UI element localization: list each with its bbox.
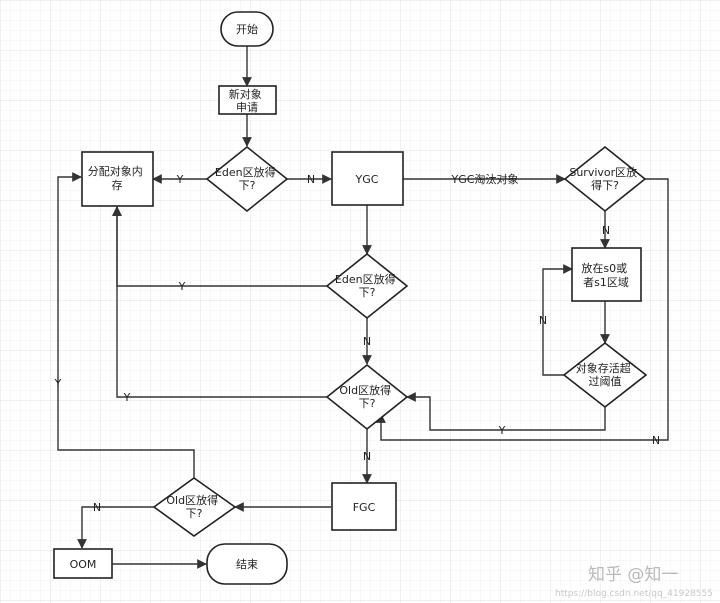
node-thresh-line-1: 对象存活超 <box>576 361 631 375</box>
node-eden1: Eden区放得 下? <box>205 145 289 213</box>
node-old2-line-2: 下? <box>186 507 203 520</box>
edge-labels: Y N YGC淘汰对象 N N Y N Y Y N N Y N <box>54 172 660 514</box>
node-old1-line-1: Old区放得 <box>339 383 391 397</box>
node-surv-line-2: 得下? <box>591 179 619 192</box>
svg-text:结束: 结束 <box>236 558 258 571</box>
node-ygc-line-1: YGC <box>355 173 379 186</box>
label-old1-alloc: Y <box>123 391 131 404</box>
label-eden2-old1: N <box>363 335 371 348</box>
label-old1-fgc: N <box>363 450 371 463</box>
label-eden2-alloc: Y <box>178 280 186 293</box>
node-old1-line-2: 下? <box>359 397 376 410</box>
svg-text:Old区放得 下?: Old区放得 下? <box>339 383 394 410</box>
node-ygc: YGC <box>331 151 404 206</box>
watermark-url: https://blog.csdn.net/qq_41928555 <box>555 589 713 599</box>
node-alloc-line-2: 存 <box>112 178 123 192</box>
node-start-line-1: 开始 <box>236 22 258 36</box>
node-apply-line-1: 新对象 <box>229 87 262 101</box>
node-surv-line-1: Survivor区放 <box>569 165 637 179</box>
node-eden1-line-1: Eden区放得 <box>215 165 276 179</box>
node-alloc: 分配对象内 存 <box>81 151 154 207</box>
svg-text:开始: 开始 <box>236 22 258 36</box>
node-fgc: FGC <box>331 482 397 531</box>
label-ygc-surv: YGC淘汰对象 <box>451 172 519 186</box>
svg-text:FGC: FGC <box>353 501 376 514</box>
node-old2-line-1: Old区放得 <box>166 493 218 507</box>
node-s0s1-line-1: 放在s0或 <box>581 261 627 275</box>
node-old1: Old区放得 下? <box>325 363 409 431</box>
svg-text:放在s0或 者s1区域: 放在s0或 者s1区域 <box>581 261 630 289</box>
node-eden2-line-2: 下? <box>359 286 376 299</box>
node-apply: 新对象 申请 <box>218 85 277 115</box>
label-surv-old1: N <box>652 434 660 447</box>
node-end: 结束 <box>206 543 288 585</box>
node-thresh: 对象存活超 过阈值 <box>562 341 648 409</box>
label-surv-s0s1: N <box>602 224 610 237</box>
svg-text:新对象 申请: 新对象 申请 <box>229 87 266 114</box>
svg-text:OOM: OOM <box>70 558 97 571</box>
node-apply-line-2: 申请 <box>236 101 258 114</box>
node-eden1-line-2: 下? <box>239 179 256 192</box>
label-old2-alloc: Y <box>54 377 62 390</box>
svg-text:分配对象内 存: 分配对象内 存 <box>88 164 147 192</box>
edge-thresh-s0s1 <box>542 264 573 376</box>
node-thresh-line-2: 过阈值 <box>589 374 622 388</box>
node-s0s1-line-2: 者s1区域 <box>583 276 629 289</box>
svg-text:Survivor区放 得下?: Survivor区放 得下? <box>569 165 640 192</box>
node-fgc-line-1: FGC <box>353 501 376 514</box>
edge-old2-alloc <box>57 172 195 478</box>
node-surv: Survivor区放 得下? <box>563 145 647 213</box>
node-s0s1: 放在s0或 者s1区域 <box>571 247 642 302</box>
label-thresh-old1: Y <box>498 424 506 437</box>
label-old2-oom: N <box>93 501 101 514</box>
label-eden1-alloc: Y <box>176 173 184 186</box>
node-oom-line-1: OOM <box>70 558 97 571</box>
node-oom: OOM <box>53 548 113 579</box>
svg-text:Eden区放得 下?: Eden区放得 下? <box>215 165 279 192</box>
node-start: 开始 <box>220 11 274 47</box>
edges <box>57 46 669 569</box>
svg-text:YGC: YGC <box>355 173 379 186</box>
svg-text:Eden区放得 下?: Eden区放得 下? <box>335 272 399 299</box>
node-eden2: Eden区放得 下? <box>325 252 409 320</box>
watermark-brand: 知乎 @知一 <box>588 565 678 585</box>
edge-surv-old1 <box>376 178 669 441</box>
node-alloc-line-1: 分配对象内 <box>88 164 143 178</box>
node-eden2-line-1: Eden区放得 <box>335 272 396 286</box>
svg-text:Old区放得 下?: Old区放得 下? <box>166 493 221 520</box>
svg-text:对象存活超 过阈值: 对象存活超 过阈值 <box>576 361 635 388</box>
node-end-line-1: 结束 <box>236 558 258 571</box>
label-eden1-ygc: N <box>307 173 315 186</box>
edge-thresh-old1 <box>406 392 606 431</box>
edge-old2-oom <box>77 506 154 549</box>
label-thresh-s0s1: N <box>539 314 547 327</box>
watermark: 知乎 @知一 https://blog.csdn.net/qq_41928555 <box>555 565 713 599</box>
edge-old1-alloc <box>112 206 327 398</box>
node-old2: Old区放得 下? <box>152 477 237 537</box>
